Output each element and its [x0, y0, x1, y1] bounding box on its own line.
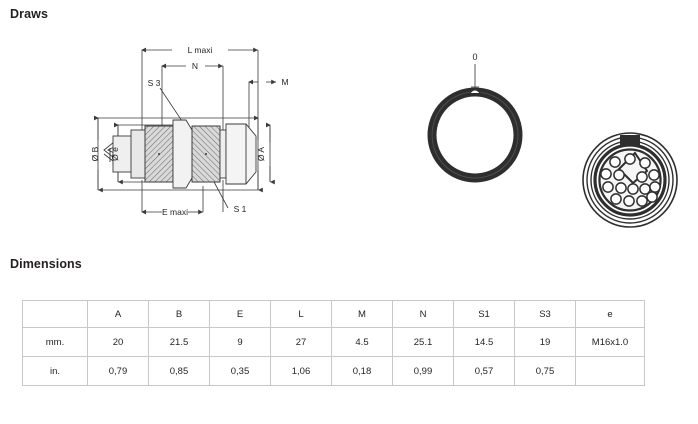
label-n: N — [192, 61, 198, 71]
table-cell: 19 — [514, 327, 576, 357]
face-view-drawing — [575, 125, 690, 245]
table-row: in. 0,79 0,85 0,35 1,06 0,18 0,99 0,57 0… — [22, 356, 645, 386]
table-cell: 27 — [270, 327, 332, 357]
table-cell: 1,06 — [270, 356, 332, 386]
table-cell: 0,99 — [392, 356, 454, 386]
table-cell: 0,35 — [209, 356, 271, 386]
row-unit-label: in. — [22, 356, 88, 386]
label-l-maxi: L maxi — [188, 45, 213, 55]
table-cell: 21.5 — [148, 327, 210, 357]
label-dia-a: Ø A — [256, 147, 266, 162]
table-header-cell: E — [209, 300, 271, 328]
draws-heading: Draws — [10, 7, 49, 21]
drawings-area: L maxi N S 3 M E maxi S 1 Ø B Ø e Ø A 0 — [0, 30, 698, 240]
label-s1: S 1 — [234, 204, 247, 214]
table-cell: 9 — [209, 327, 271, 357]
table-header-row: A B E L M N S1 S3 e — [22, 300, 645, 328]
label-dia-b: Ø B — [90, 146, 100, 161]
table-header-cell: N — [392, 300, 454, 328]
table-cell: 4.5 — [331, 327, 393, 357]
table-cell: 20 — [87, 327, 149, 357]
table-header-cell: M — [331, 300, 393, 328]
table-header-cell — [22, 300, 88, 328]
ring-view-label: 0 — [472, 52, 477, 62]
table-row: mm. 20 21.5 9 27 4.5 25.1 14.5 19 M16x1.… — [22, 327, 645, 357]
row-unit-label: mm. — [22, 327, 88, 357]
table-cell: 0,75 — [514, 356, 576, 386]
label-e-maxi: E maxi — [162, 207, 188, 217]
label-m: M — [281, 77, 288, 87]
table-cell: 25.1 — [392, 327, 454, 357]
table-cell: 0,79 — [87, 356, 149, 386]
table-header-cell: B — [148, 300, 210, 328]
table-cell — [575, 356, 645, 386]
dimensions-heading: Dimensions — [10, 257, 82, 271]
ring-view-drawing: 0 — [420, 40, 560, 215]
table-cell: M16x1.0 — [575, 327, 645, 357]
table-cell: 0,18 — [331, 356, 393, 386]
table-header-cell: e — [575, 300, 645, 328]
table-cell: 0,85 — [148, 356, 210, 386]
side-view-drawing: L maxi N S 3 M E maxi S 1 Ø B Ø e Ø A — [80, 30, 290, 235]
table-header-cell: L — [270, 300, 332, 328]
table-header-cell: S3 — [514, 300, 576, 328]
label-s3: S 3 — [148, 78, 161, 88]
dimensions-table: A B E L M N S1 S3 e mm. 20 21.5 9 27 4.5… — [22, 300, 645, 386]
table-header-cell: A — [87, 300, 149, 328]
label-dia-e: Ø e — [110, 147, 120, 161]
table-cell: 0,57 — [453, 356, 515, 386]
table-header-cell: S1 — [453, 300, 515, 328]
table-cell: 14.5 — [453, 327, 515, 357]
